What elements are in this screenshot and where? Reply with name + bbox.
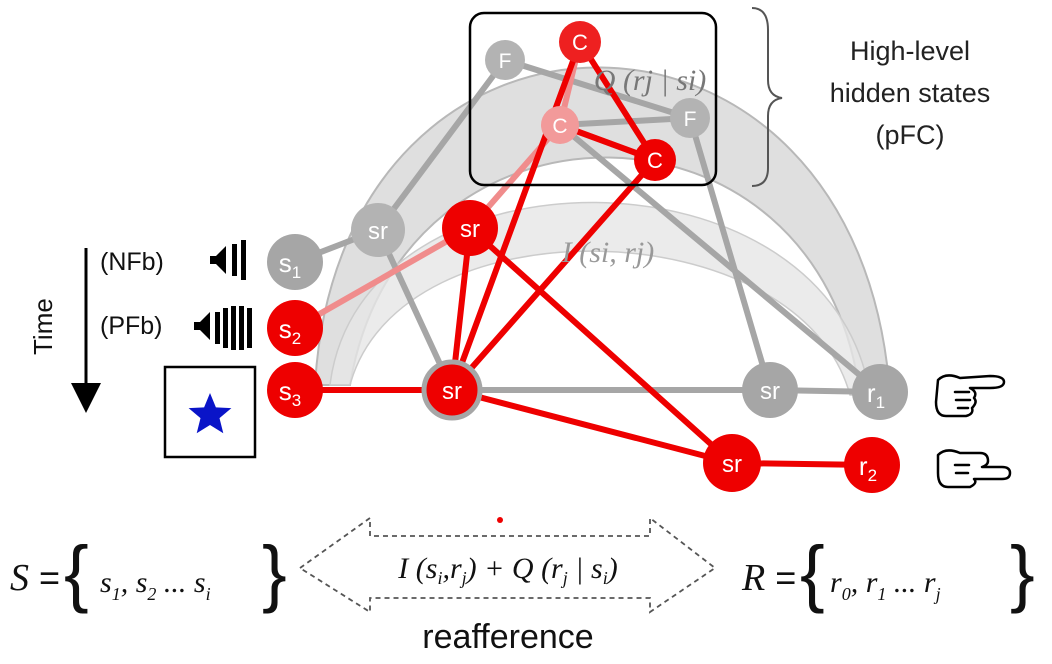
high-level-box (468, 11, 718, 187)
speaker-pfb-icon (194, 306, 252, 350)
s-set-brace-left: { (64, 531, 89, 614)
brace-label-line3: (pFC) (876, 120, 945, 150)
mutual-info-label: I (si, rj) (561, 236, 655, 269)
node-sr-red-center-label: sr (442, 378, 462, 405)
node-sr-red-upper-label: sr (460, 216, 480, 243)
r-set-items: r0, r1 ... rj (830, 566, 941, 604)
star-icon (188, 393, 232, 434)
node-F-top-label: F (499, 50, 512, 73)
node-C-middle-label: C (552, 115, 567, 138)
node-r2: r2 (844, 437, 900, 493)
r-set-label: R = (741, 557, 796, 599)
node-F-top: F (485, 40, 525, 80)
s-set-label: S = (10, 557, 60, 599)
node-C-bottom-label: C (647, 148, 663, 173)
pointing-hand-icon (934, 374, 1006, 418)
curly-brace (751, 7, 783, 187)
nfb-label: (NFb) (100, 248, 164, 276)
gray-connections (292, 57, 883, 395)
node-sr-red-upper: sr (442, 200, 498, 256)
node-sr-gray-upper: sr (351, 203, 405, 257)
node-s1: s1 (267, 234, 323, 290)
s-set-brace-right: } (262, 531, 287, 614)
node-sr-gray-upper-label: sr (368, 218, 388, 245)
node-sr-red-center: sr (421, 359, 483, 421)
node-s3: s3 (267, 362, 323, 418)
node-C-top-label: C (572, 30, 588, 55)
node-r1: r1 (852, 364, 908, 420)
pfb-label: (PFb) (100, 312, 163, 340)
node-C-middle: C (541, 106, 579, 144)
node-sr-gray-right-label: sr (760, 378, 780, 405)
node-sr-red-lower-label: sr (722, 451, 742, 478)
node-F-right-label: F (684, 108, 697, 131)
brace-label-line1: High-level (850, 36, 970, 66)
q-box-label: Q (rj | si) (594, 64, 706, 97)
reafference-caption: reafference (422, 618, 593, 656)
node-F-right: F (670, 98, 710, 138)
center-formula: I (si,rj) + Q (rj | si) (397, 552, 617, 588)
r-set-brace-left: { (800, 531, 825, 614)
node-sr-red-lower: sr (703, 434, 761, 492)
fist-hand-icon (936, 449, 1012, 489)
brace-label-line2: hidden states (830, 78, 991, 108)
node-C-top: C (559, 21, 601, 63)
r-set-brace-right: } (1010, 531, 1035, 614)
node-sr-gray-right: sr (742, 362, 798, 418)
time-label: Time (28, 298, 58, 355)
node-s2: s2 (267, 300, 323, 356)
s-set-items: s1, s2 ... si (100, 566, 211, 604)
speaker-nfb-icon (210, 240, 246, 280)
node-C-bottom: C (634, 139, 676, 181)
